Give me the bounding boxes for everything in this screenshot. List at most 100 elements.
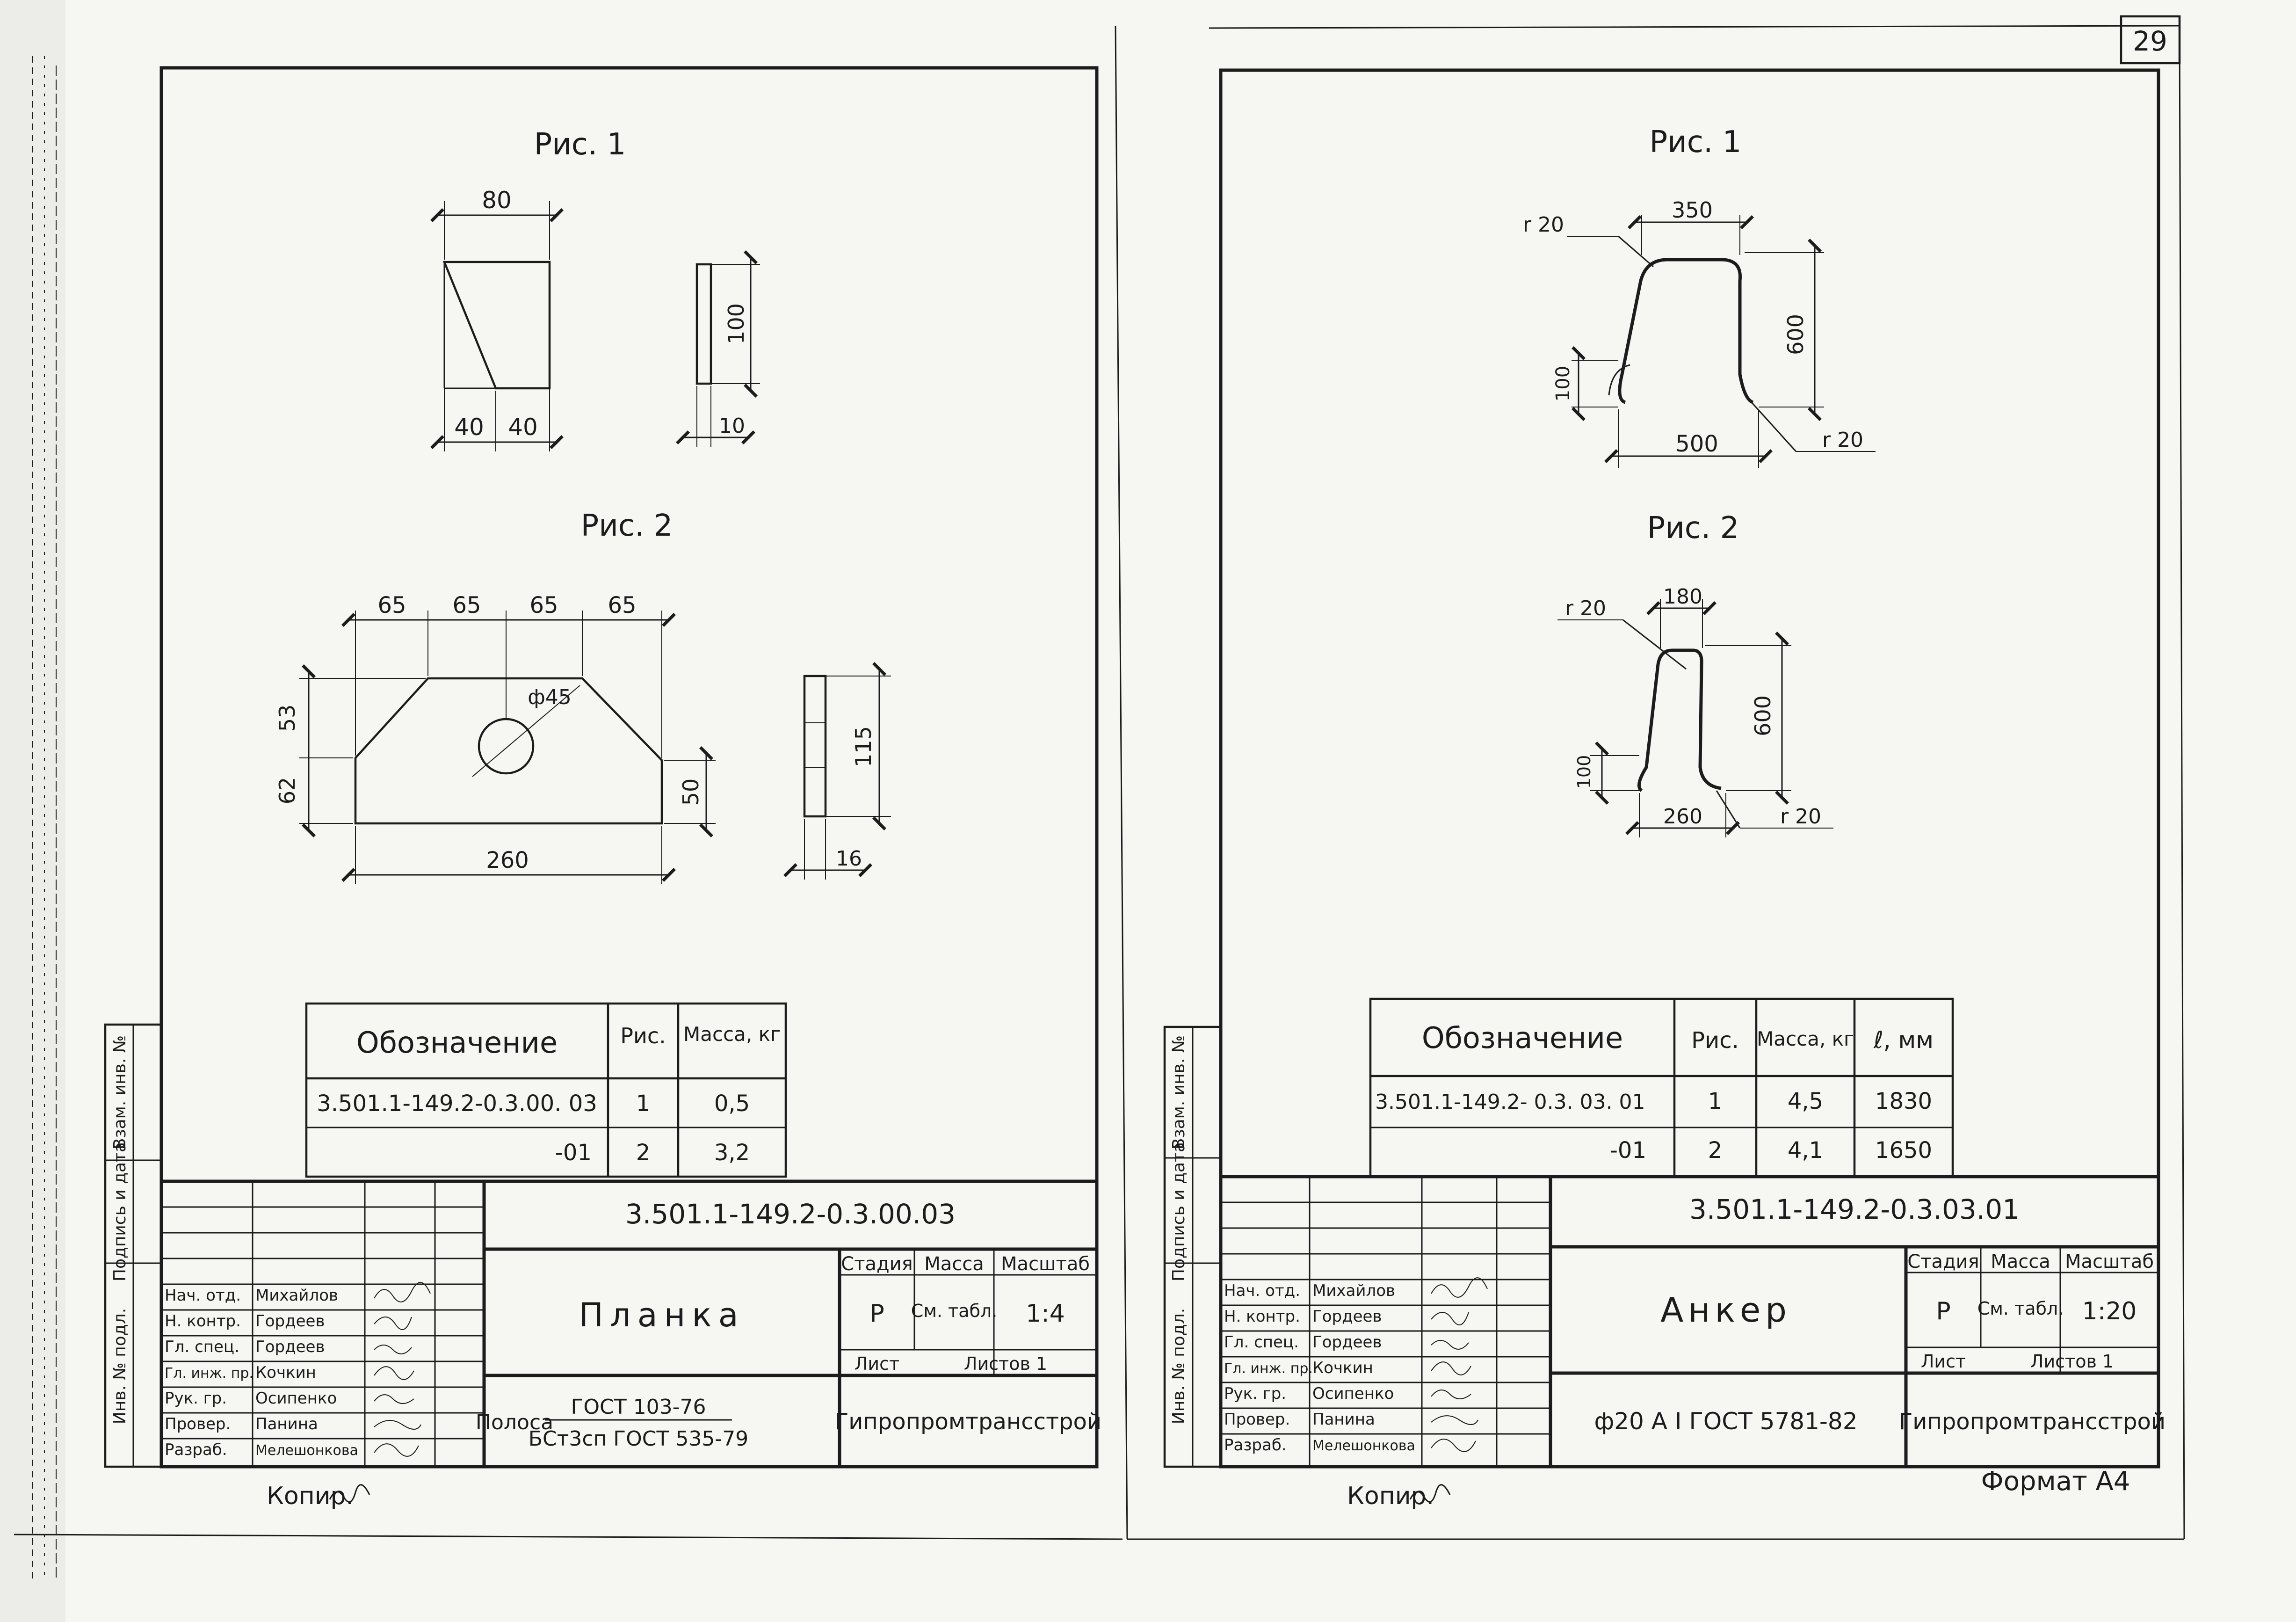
left-spec-row1-designation: 3.501.1-149.2-0.3.00. 03 [317, 1091, 597, 1117]
right-spec-row1-length: 1830 [1875, 1088, 1932, 1114]
right-fig1-dim-height: 600 [1783, 314, 1808, 355]
left-fig1-dim-side-t: 10 [719, 414, 745, 438]
right-fig2-anchor [1637, 648, 1722, 792]
right-fig2-dim-top: 180 [1663, 585, 1702, 609]
left-spec-row2-designation: -01 [555, 1140, 592, 1166]
left-fig1-plate [442, 261, 551, 390]
left-tb-scale-header: Масштаб [1001, 1253, 1090, 1275]
page-number: 29 [2133, 25, 2167, 57]
right-stamp-sign: Подпись и дата [1169, 1142, 1188, 1281]
right-frame [1219, 68, 2160, 1469]
left-sheet: Рис. 1 80 40 40 100 10 [14, 66, 1123, 1540]
left-fig2-dim-right: 50 [678, 778, 703, 806]
left-fig2-dim-top-3: 65 [529, 592, 558, 618]
right-spec-header-designation: Обозначение [1422, 1021, 1623, 1055]
right-tb-org: Гипропромтрансстрой [1899, 1409, 2166, 1435]
right-fig1-radius-bottom: r 20 [1822, 428, 1863, 452]
format-label: Формат А4 [1981, 1466, 2130, 1497]
right-tb-name-1: Михайлов [1312, 1281, 1395, 1300]
left-tb-scale: 1:4 [1026, 1300, 1065, 1328]
left-fig2-dim-bottom: 260 [486, 847, 529, 873]
left-spec-header-fig: Рис. [620, 1023, 666, 1048]
right-spec-row2-mass: 4,1 [1788, 1137, 1823, 1164]
left-tb-material-bottom: БСт3сп ГОСТ 535-79 [529, 1427, 748, 1451]
left-stamp-repl: Взам. инв. № [110, 1035, 130, 1149]
right-spec-row1-fig: 1 [1708, 1088, 1723, 1114]
left-fig1: Рис. 1 80 40 40 100 10 [430, 127, 760, 451]
left-tb-role-4: Гл. инж. пр. [165, 1365, 254, 1382]
right-tb-sheet: Лист [1921, 1351, 1966, 1372]
right-tb-role-6: Провер. [1224, 1410, 1290, 1429]
right-fig1-title: Рис. 1 [1650, 125, 1742, 160]
left-tb-mass-header: Масса [924, 1253, 984, 1275]
right-fig1-radius-top: r 20 [1523, 213, 1564, 237]
right-fig1-anchor [1618, 258, 1754, 404]
right-sheet: 29 Рис. 1 350 600 100 500 r 20 [1127, 15, 2185, 1540]
left-fig1-side-view [695, 263, 712, 385]
right-tb-material: ф20 А I ГОСТ 5781-82 [1594, 1408, 1857, 1435]
right-fig2: Рис. 2 180 600 100 260 r 20 r 20 [1557, 511, 1833, 837]
right-tb-sheets: Листов 1 [2030, 1351, 2114, 1372]
left-spec-header-mass: Масса, кг [683, 1023, 781, 1046]
left-tb-sheet: Лист [855, 1353, 899, 1374]
left-tb-name: Планка [579, 1296, 745, 1334]
left-side-stamp: Инв. № подл. Подпись и дата Взам. инв. № [104, 1023, 163, 1468]
left-tb-name-2: Гордеев [255, 1312, 325, 1331]
sheet-divider [1115, 25, 1128, 1540]
right-fig2-radius-bottom: r 20 [1780, 805, 1821, 829]
left-title-block: 3.501.1-149.2-0.3.00.03 Планка Стадия Ма… [161, 1179, 1101, 1467]
left-tb-name-5: Осипенко [255, 1389, 337, 1408]
left-tb-org: Гипропромтрансстрой [835, 1409, 1101, 1435]
left-spec-row2-fig: 2 [636, 1140, 651, 1166]
right-side-stamp: Инв. № подл. Подпись и дата Взам. инв. № [1163, 1026, 1222, 1468]
right-tb-name-2: Гордеев [1312, 1307, 1382, 1326]
right-tb-name-7: Мелешонкова [1312, 1438, 1415, 1454]
left-tb-doc-code: 3.501.1-149.2-0.3.00.03 [625, 1198, 956, 1230]
right-tb-role-2: Н. контр. [1224, 1307, 1300, 1326]
left-fig1-dim-side-h: 100 [724, 303, 749, 344]
left-fig2-title: Рис. 2 [581, 509, 673, 543]
left-fig2-hole [478, 718, 535, 775]
left-frame [159, 66, 1099, 1469]
left-fig1-dim-bl: 40 [454, 414, 484, 441]
left-fig2-dim-left-upper: 53 [275, 705, 300, 732]
right-spec-header-length: ℓ, мм [1873, 1026, 1934, 1054]
left-tb-sheets: Листов 1 [964, 1353, 1047, 1374]
right-stamp-repl: Взам. инв. № [1169, 1035, 1188, 1149]
left-tb-role-7: Разраб. [165, 1440, 227, 1459]
left-tb-role-2: Н. контр. [165, 1312, 241, 1331]
right-title-block: 3.501.1-149.2-0.3.03.01 Анкер Стадия Мас… [1221, 1175, 2166, 1467]
left-tb-role-5: Рук. гр. [165, 1389, 227, 1408]
right-stamp-inv: Инв. № подл. [1169, 1308, 1188, 1424]
right-tb-signatures [1431, 1277, 1488, 1452]
left-fig2-dim-top-2: 65 [452, 592, 481, 618]
right-fig2-dim-hook: 100 [1574, 755, 1594, 789]
right-tb-mass-header: Масса [1991, 1251, 2050, 1273]
left-fig2: Рис. 2 ф45 65 65 65 65 53 62 [275, 509, 891, 884]
left-tb-role-3: Гл. спец. [165, 1338, 239, 1356]
right-spec-row2-length: 1650 [1875, 1137, 1932, 1164]
left-copied: Копир. [267, 1482, 354, 1510]
right-tb-name-6: Панина [1312, 1410, 1375, 1429]
right-tb-stage: Р [1936, 1297, 1950, 1325]
right-tb-mass: См. табл. [1977, 1298, 2064, 1319]
right-copied: Копир. [1347, 1482, 1434, 1510]
page-number-box [2120, 15, 2181, 65]
left-fig1-dim-top: 80 [482, 187, 512, 214]
left-fig2-dim-side-t: 16 [836, 847, 862, 871]
left-tb-name-3: Гордеев [255, 1338, 325, 1356]
right-fig2-dim-bottom: 260 [1663, 805, 1702, 829]
left-fig2-dim-top-1: 65 [377, 592, 406, 618]
right-tb-role-5: Рук. гр. [1224, 1384, 1286, 1403]
right-fig2-title: Рис. 2 [1647, 511, 1739, 546]
left-tb-name-4: Кочкин [255, 1363, 316, 1382]
right-spec-header-mass: Масса, кг [1757, 1027, 1854, 1050]
left-fig2-hole-label: ф45 [528, 685, 572, 709]
right-fig2-dim-height: 600 [1750, 695, 1775, 736]
right-fig1-dim-bottom: 500 [1675, 431, 1718, 457]
right-tb-name-4: Кочкин [1312, 1359, 1373, 1377]
right-spec-row2-designation: -01 [1610, 1137, 1646, 1164]
left-tb-role-1: Нач. отд. [165, 1286, 241, 1305]
right-tb-role-1: Нач. отд. [1224, 1281, 1300, 1300]
